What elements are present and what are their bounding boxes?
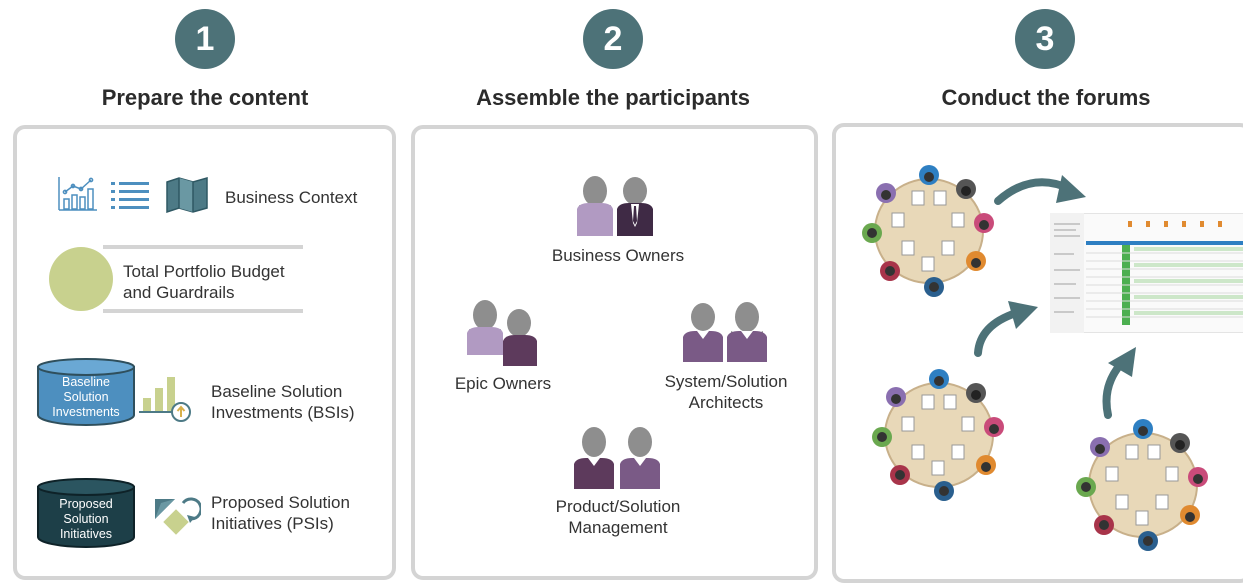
curved-arrow-icon: [1102, 347, 1136, 419]
step-2-circle: 2: [583, 9, 643, 69]
step-2-number: 2: [603, 19, 623, 58]
bsi-cylinder-line1: Baseline: [62, 375, 110, 389]
cylinder-shape: [37, 358, 135, 426]
step-3-circle: 3: [1015, 9, 1075, 69]
psi-label-line2: Initiatives (PSIs): [211, 514, 334, 533]
psi-cylinder-label: Proposed Solution Initiatives: [36, 497, 136, 542]
step-3-number: 3: [1035, 19, 1055, 58]
business-context-label: Business Context: [225, 188, 358, 207]
prepare-content-panel: Business Context Total Portfolio Budget …: [13, 125, 396, 580]
psi-cylinder-line2: Solution: [63, 512, 109, 526]
business-owners-label: Business Owners: [551, 246, 685, 265]
assemble-participants-panel: Business Owners Epic Owners System/Solut…: [411, 125, 818, 580]
bsi-cylinder-line2: Solution: [63, 390, 109, 404]
step-1-number: 1: [195, 19, 215, 58]
psi-cylinder-line1: Proposed: [59, 497, 113, 511]
psi-cylinder: Proposed Solution Initiatives: [36, 477, 136, 549]
budget-label-line1: Total Portfolio Budget: [123, 262, 285, 281]
bsi-label-line1: Baseline Solution: [211, 382, 343, 401]
spreadsheet-icon: [1050, 213, 1243, 333]
map-icon: [166, 177, 208, 214]
management-label-line1: Product/Solution: [555, 497, 681, 516]
conduct-forums-panel: [832, 123, 1243, 583]
management-label: Product/Solution Management: [533, 496, 703, 538]
step-2-title: Assemble the participants: [476, 85, 750, 110]
psi-cylinder-line3: Initiatives: [59, 527, 113, 541]
round-table-icon: [872, 369, 1004, 501]
bsi-cylinder: Baseline Solution Investments: [36, 357, 136, 427]
step-1-circle: 1: [175, 9, 235, 69]
exchange-icon: [155, 497, 201, 535]
management-label-line2: Management: [568, 518, 668, 537]
budget-band: [103, 245, 303, 313]
step-1-title: Prepare the content: [101, 85, 309, 110]
list-icon: [111, 182, 149, 209]
bsi-label-line2: Investments (BSIs): [211, 403, 355, 422]
step-3-title: Conduct the forums: [941, 85, 1151, 110]
budget-label-line2: and Guardrails: [123, 283, 235, 302]
bsi-label: Baseline Solution Investments (BSIs): [211, 381, 355, 423]
business-owners-icon: [577, 176, 653, 236]
budget-circle: [49, 247, 113, 311]
budget-label: Total Portfolio Budget and Guardrails: [123, 261, 285, 303]
architects-icon: [683, 302, 767, 362]
bar-chart-icon: [139, 377, 191, 422]
bsi-cylinder-line3: Investments: [52, 405, 120, 419]
management-icon: [574, 427, 660, 489]
chart-icon: [58, 177, 97, 211]
psi-label: Proposed Solution Initiatives (PSIs): [211, 492, 350, 534]
curved-arrow-icon: [974, 301, 1038, 357]
architects-label: System/Solution Architects: [641, 371, 811, 413]
bsi-cylinder-label: Baseline Solution Investments: [36, 375, 136, 420]
epic-owners-label: Epic Owners: [454, 374, 552, 393]
curved-arrow-icon: [994, 175, 1086, 205]
round-table-icon: [1076, 419, 1208, 551]
psi-label-line1: Proposed Solution: [211, 493, 350, 512]
architects-label-line1: System/Solution: [664, 372, 788, 391]
round-table-icon: [862, 165, 994, 297]
architects-label-line2: Architects: [688, 393, 764, 412]
cylinder-shape: [37, 478, 135, 548]
epic-owners-icon: [467, 300, 537, 366]
